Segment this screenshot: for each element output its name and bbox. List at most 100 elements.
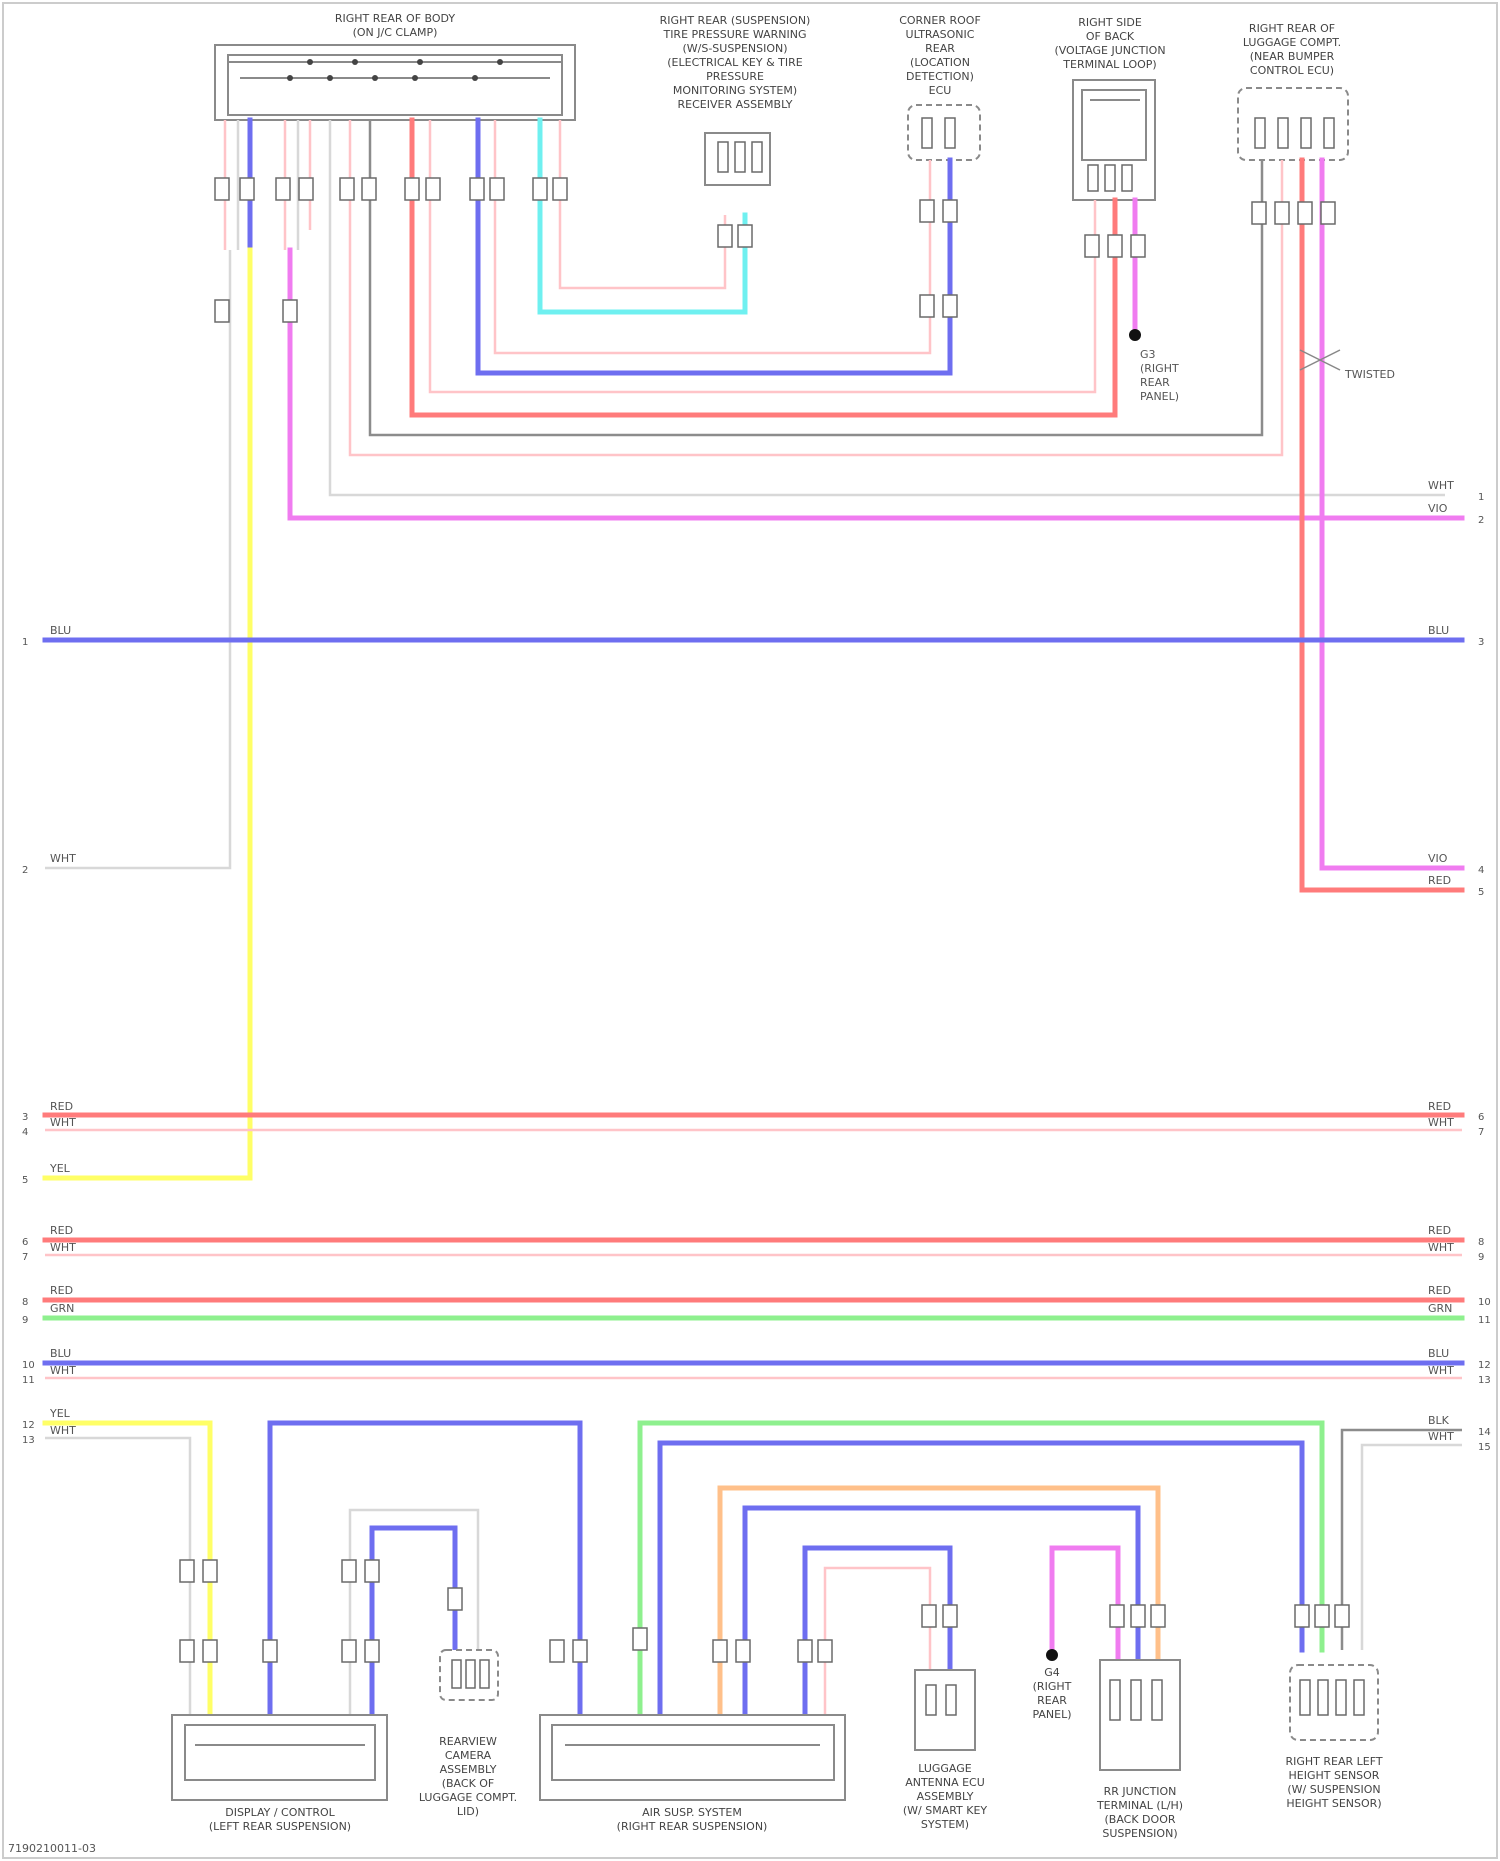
top-inline-connectors	[215, 178, 1335, 322]
right-num: 5	[1478, 887, 1484, 898]
module-4-label-3: ASSEMBLY	[917, 1790, 974, 1803]
middle-bus-wires	[45, 640, 1462, 1378]
ground-g4-label-3: REAR	[1037, 1694, 1067, 1707]
tpms-label-7: RECEIVER ASSEMBLY	[678, 98, 793, 111]
ground-g4-label-4: PANEL)	[1032, 1708, 1071, 1721]
svg-text:(LOCATION: (LOCATION	[910, 56, 970, 69]
svg-text:PANEL): PANEL)	[1140, 390, 1179, 403]
svg-text:RIGHT SIDE: RIGHT SIDE	[1078, 16, 1142, 29]
park-sensor-label-1: CORNER ROOF	[899, 14, 981, 27]
svg-text:(RIGHT REAR SUSPENSION): (RIGHT REAR SUSPENSION)	[617, 1820, 768, 1833]
right-num: 12	[1478, 1360, 1491, 1371]
svg-text:LUGGAGE COMPT.: LUGGAGE COMPT.	[1243, 36, 1341, 49]
svg-text:RIGHT REAR OF: RIGHT REAR OF	[1249, 22, 1335, 35]
park-sensor-label-5: DETECTION)	[906, 70, 974, 83]
right-num: 3	[1478, 637, 1484, 648]
svg-text:HEIGHT SENSOR): HEIGHT SENSOR)	[1286, 1797, 1381, 1810]
left-wire-label: BLU	[50, 1347, 71, 1360]
ground-g3: G3 (RIGHT REAR PANEL)	[1140, 348, 1179, 403]
right-wire-label: WHT	[1428, 479, 1454, 492]
left-num: 8	[22, 1297, 28, 1308]
left-num: 12	[22, 1420, 35, 1431]
left-wire-label: RED	[50, 1100, 73, 1113]
ground-g3-label-4: PANEL)	[1140, 390, 1179, 403]
svg-text:CORNER ROOF: CORNER ROOF	[899, 14, 981, 27]
junction-connector-top: RIGHT SIDE OF BACK (VOLTAGE JUNCTION TER…	[1054, 16, 1165, 200]
ecu-right-label-1: RIGHT REAR OF	[1249, 22, 1335, 35]
tpms-label-3: (W/S-SUSPENSION)	[682, 42, 787, 55]
svg-text:(ON J/C CLAMP): (ON J/C CLAMP)	[353, 26, 438, 39]
left-wire-label: YEL	[49, 1162, 71, 1175]
svg-text:(W/S-SUSPENSION): (W/S-SUSPENSION)	[682, 42, 787, 55]
right-wire-label: WHT	[1428, 1364, 1454, 1377]
svg-text:HEIGHT SENSOR: HEIGHT SENSOR	[1289, 1769, 1380, 1782]
module-5-label-3: (BACK DOOR	[1105, 1813, 1176, 1826]
top-left-splice-label-2: (ON J/C CLAMP)	[353, 26, 438, 39]
right-num: 2	[1478, 515, 1484, 526]
right-wire-label: VIO	[1428, 852, 1448, 865]
left-num: 6	[22, 1237, 28, 1248]
svg-text:RECEIVER ASSEMBLY: RECEIVER ASSEMBLY	[678, 98, 793, 111]
park-sensor-ecu-connector: CORNER ROOF ULTRASONIC REAR (LOCATION DE…	[899, 14, 981, 160]
top-left-splice-label-1: RIGHT REAR OF BODY	[335, 12, 456, 25]
left-num: 2	[22, 865, 28, 876]
svg-text:PANEL): PANEL)	[1032, 1708, 1071, 1721]
tpms-label-2: TIRE PRESSURE WARNING	[662, 28, 806, 41]
park-sensor-label-2: ULTRASONIC	[906, 28, 975, 41]
ground-g3-label-1: G3	[1140, 348, 1156, 361]
right-wire-label: WHT	[1428, 1116, 1454, 1129]
left-num: 4	[22, 1127, 28, 1138]
module-2-label-4: (BACK OF	[442, 1777, 495, 1790]
left-num: 5	[22, 1175, 28, 1186]
svg-text:ASSEMBLY: ASSEMBLY	[917, 1790, 974, 1803]
display-control-module: DISPLAY / CONTROL (LEFT REAR SUSPENSION)	[172, 1715, 387, 1833]
ecu-right-connector: RIGHT REAR OF LUGGAGE COMPT. (NEAR BUMPE…	[1238, 22, 1348, 160]
right-wire-label: RED	[1428, 1224, 1451, 1237]
junction-label-1: RIGHT SIDE	[1078, 16, 1142, 29]
height-sensor-connector: RIGHT REAR LEFT HEIGHT SENSOR (W/ SUSPEN…	[1285, 1665, 1382, 1810]
svg-text:REAR: REAR	[1140, 376, 1170, 389]
tpms-receiver-connector: RIGHT REAR (SUSPENSION) TIRE PRESSURE WA…	[660, 14, 811, 185]
svg-text:(LEFT REAR SUSPENSION): (LEFT REAR SUSPENSION)	[209, 1820, 351, 1833]
module-2-label-1: REARVIEW	[439, 1735, 497, 1748]
right-num: 7	[1478, 1127, 1484, 1138]
left-wire-label: YEL	[49, 1407, 71, 1420]
svg-text:RR JUNCTION: RR JUNCTION	[1104, 1785, 1177, 1798]
ground-g4-label-2: (RIGHT	[1033, 1680, 1072, 1693]
ground-g3-label-2: (RIGHT	[1140, 362, 1179, 375]
ecu-right-label-4: CONTROL ECU)	[1250, 64, 1334, 77]
right-num: 9	[1478, 1252, 1484, 1263]
right-wire-label: BLU	[1428, 624, 1449, 637]
bottom-wire-routing	[45, 1423, 1462, 1720]
diagram-footer-id: 7190210011-03	[8, 1842, 96, 1855]
left-wire-label: WHT	[50, 1116, 76, 1129]
right-wire-label: WHT	[1428, 1241, 1454, 1254]
svg-text:TERMINAL (L/H): TERMINAL (L/H)	[1096, 1799, 1183, 1812]
left-wire-label: RED	[50, 1284, 73, 1297]
tpms-label-5: PRESSURE	[706, 70, 764, 83]
svg-text:RIGHT REAR LEFT: RIGHT REAR LEFT	[1285, 1755, 1382, 1768]
module-3-label-2: (RIGHT REAR SUSPENSION)	[617, 1820, 768, 1833]
junction-label-2: OF BACK	[1086, 30, 1135, 43]
left-wire-label: WHT	[50, 1364, 76, 1377]
ground-g4-label-1: G4	[1044, 1666, 1060, 1679]
right-num: 10	[1478, 1297, 1491, 1308]
air-suspension-module: AIR SUSP. SYSTEM (RIGHT REAR SUSPENSION)	[540, 1715, 845, 1833]
svg-text:(NEAR BUMPER: (NEAR BUMPER	[1250, 50, 1335, 63]
svg-text:(W/ SUSPENSION: (W/ SUSPENSION	[1287, 1783, 1380, 1796]
left-wire-label: RED	[50, 1224, 73, 1237]
module-1-label-2: (LEFT REAR SUSPENSION)	[209, 1820, 351, 1833]
diagram-frame	[3, 3, 1497, 1858]
right-wire-label: WHT	[1428, 1430, 1454, 1443]
left-wire-label: WHT	[50, 1241, 76, 1254]
svg-text:G4: G4	[1044, 1666, 1060, 1679]
right-num: 4	[1478, 865, 1484, 876]
svg-text:PRESSURE: PRESSURE	[706, 70, 764, 83]
park-sensor-label-3: REAR	[925, 42, 955, 55]
svg-text:TERMINAL LOOP): TERMINAL LOOP)	[1062, 58, 1156, 71]
svg-text:CONTROL ECU): CONTROL ECU)	[1250, 64, 1334, 77]
module-2-label-2: CAMERA	[445, 1749, 492, 1762]
module-5-label-1: RR JUNCTION	[1104, 1785, 1177, 1798]
luggage-antenna-ecu-connector: LUGGAGE ANTENNA ECU ASSEMBLY (W/ SMART K…	[903, 1670, 988, 1831]
